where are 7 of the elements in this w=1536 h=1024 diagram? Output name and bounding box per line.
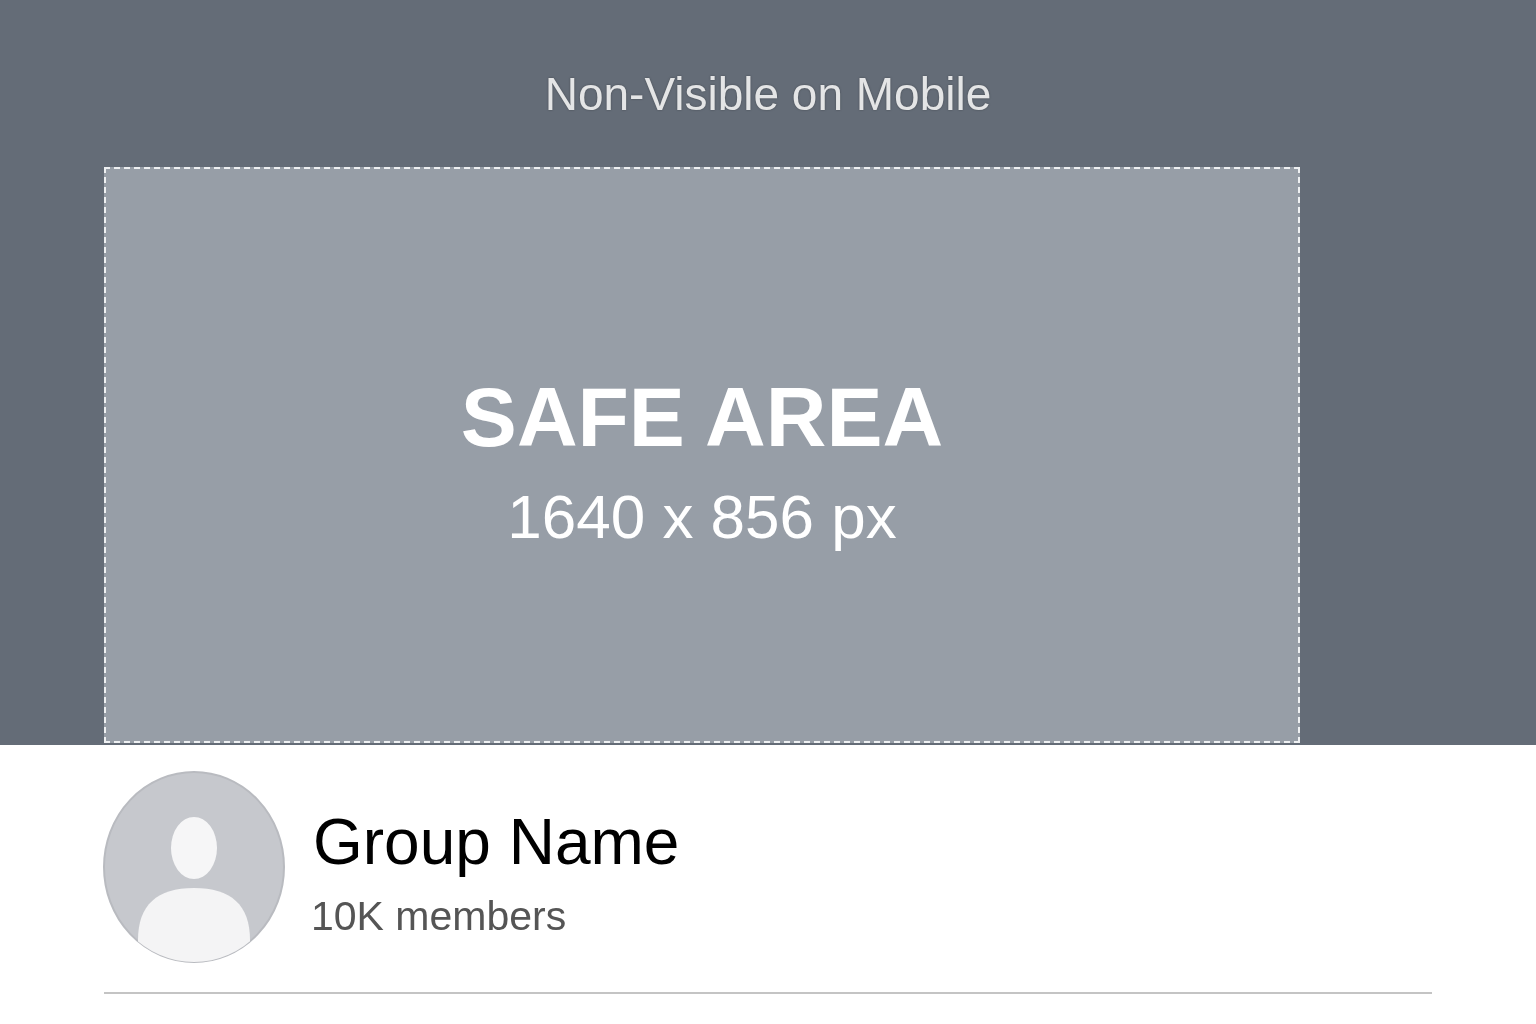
safe-area-title: SAFE AREA [460,369,944,466]
dimension-text: 1640 x 856 px [507,481,897,553]
band-heading: Non-Visible on Mobile [544,68,992,121]
cover-band [0,0,1536,745]
member-count-text: 10K members [311,893,567,941]
group-name-heading: Group Name [313,806,680,880]
safe-area-box [104,167,1300,743]
